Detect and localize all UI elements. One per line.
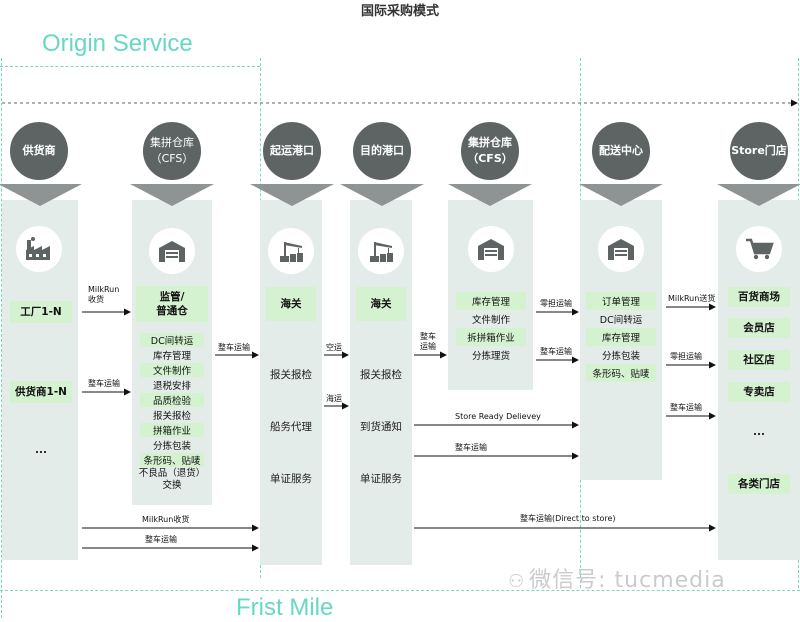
supplier-item: ... xyxy=(35,444,47,456)
store-type: 社区店 xyxy=(728,350,790,370)
divider-left xyxy=(1,58,2,618)
arrow-label: 整车运输 xyxy=(218,343,250,352)
arrow-label: MilkRun送货 xyxy=(668,294,716,303)
port-service-item: 报关报检 xyxy=(270,369,312,381)
port-service-item: 船务代理 xyxy=(270,421,312,433)
store-type: ... xyxy=(753,426,765,438)
cfs-service-item: DC间转运 xyxy=(140,333,204,347)
cfs-service-item: 报关报检 xyxy=(152,411,191,422)
dest-port-header: 目的港口 xyxy=(351,120,413,182)
dc-item: 条形码、贴唛 xyxy=(586,364,656,382)
arrow-label: 海运 xyxy=(326,394,342,403)
store-pointer xyxy=(717,184,800,206)
origin-port-pointer xyxy=(250,184,334,206)
bonded-warehouse-box: 监管/ 普通仓 xyxy=(136,286,208,322)
dc-pointer xyxy=(579,184,663,206)
cfs-service-item: 库存管理 xyxy=(152,351,191,362)
customs-box: 海关 xyxy=(356,287,406,321)
first-mile-guide xyxy=(0,590,800,591)
dest-cfs-item: 拆拼箱作业 xyxy=(456,328,526,346)
port-service-item: 单证服务 xyxy=(270,473,312,485)
store-header: Store门店 xyxy=(728,120,790,182)
arrow-label: 整车 运输 xyxy=(420,332,436,351)
origin-service-guide xyxy=(0,66,260,67)
cfs-service-item: 条形码、贴唛 xyxy=(140,453,204,467)
arrow-label: MilkRun收货 xyxy=(142,515,190,524)
arrow-label: 零担运输 xyxy=(540,299,572,308)
shopping-cart-icon xyxy=(736,226,782,272)
arrow-label: 整车运输 xyxy=(455,443,487,452)
arrow-label: 整车运输(Direct to store) xyxy=(520,514,616,523)
dest-cfs-header: 集拼仓库 （CFS） xyxy=(459,120,521,182)
store-type: 百货商场 xyxy=(728,287,790,307)
port-service-item: 报关报检 xyxy=(360,369,402,381)
cfs-service-item: 分拣包装 xyxy=(152,441,191,452)
watermark: ⚇微信号: tucmedia xyxy=(508,562,726,594)
arrow-label: Store Ready Delievey xyxy=(455,412,541,421)
watermark-text: 微信号: tucmedia xyxy=(529,568,726,593)
warehouse-icon xyxy=(598,226,644,272)
dc-item: 订单管理 xyxy=(586,292,656,310)
dest-cfs-item: 文件制作 xyxy=(471,315,510,326)
origin-service-label: Origin Service xyxy=(42,30,193,57)
supplier-item: 供货商1-N xyxy=(10,381,72,403)
diagram-title: 国际采购模式 xyxy=(360,4,439,19)
first-mile-label: Frist Mile xyxy=(236,594,334,621)
wechat-icon: ⚇ xyxy=(508,571,526,592)
origin-cfs-header: 集拼仓库 （CFS） xyxy=(141,120,203,182)
arrow-label: 整车运输 xyxy=(540,347,572,356)
dc-item: 分拣包装 xyxy=(601,351,640,362)
arrow-label: 整车运输 xyxy=(670,403,702,412)
crane-icon xyxy=(358,228,404,274)
port-service-item: 到货通知 xyxy=(360,421,402,433)
port-service-item: 单证服务 xyxy=(360,473,402,485)
origin-cfs-pointer xyxy=(130,184,214,206)
supplier-pointer xyxy=(0,184,82,206)
crane-icon xyxy=(268,228,314,274)
supplier-header: 供货商 xyxy=(8,120,70,182)
dc-item: 库存管理 xyxy=(586,328,656,346)
arrow-label: 整车运输 xyxy=(88,379,120,388)
warehouse-icon xyxy=(149,228,195,274)
store-type: 专卖店 xyxy=(728,382,790,402)
cfs-service-item: 不良品（退货） 交换 xyxy=(138,468,206,492)
dest-cfs-item: 库存管理 xyxy=(456,292,526,310)
cfs-service-item: 拼箱作业 xyxy=(140,423,204,437)
arrow-label: MilkRun 收货 xyxy=(88,285,120,304)
dest-cfs-item: 分拣理货 xyxy=(471,351,510,362)
arrow-label: 空运 xyxy=(326,343,342,352)
dc-item: DC间转运 xyxy=(599,315,643,326)
cfs-service-item: 文件制作 xyxy=(140,363,204,377)
store-type: 各类门店 xyxy=(728,474,790,494)
dest-port-pointer xyxy=(340,184,424,206)
dest-cfs-pointer xyxy=(448,184,532,206)
cfs-service-item: 品质检验 xyxy=(140,393,204,407)
store-type: 会员店 xyxy=(728,318,790,338)
cfs-service-item: 退税安排 xyxy=(152,381,191,392)
warehouse-icon xyxy=(468,226,514,272)
supplier-item: 工厂1-N xyxy=(10,301,72,323)
arrow-label: 整车运输 xyxy=(145,535,177,544)
dc-header: 配送中心 xyxy=(590,120,652,182)
arrow-label: 零担运输 xyxy=(670,352,702,361)
origin-port-header: 起运港口 xyxy=(261,120,323,182)
customs-box: 海关 xyxy=(266,287,316,321)
factory-icon xyxy=(16,226,62,272)
